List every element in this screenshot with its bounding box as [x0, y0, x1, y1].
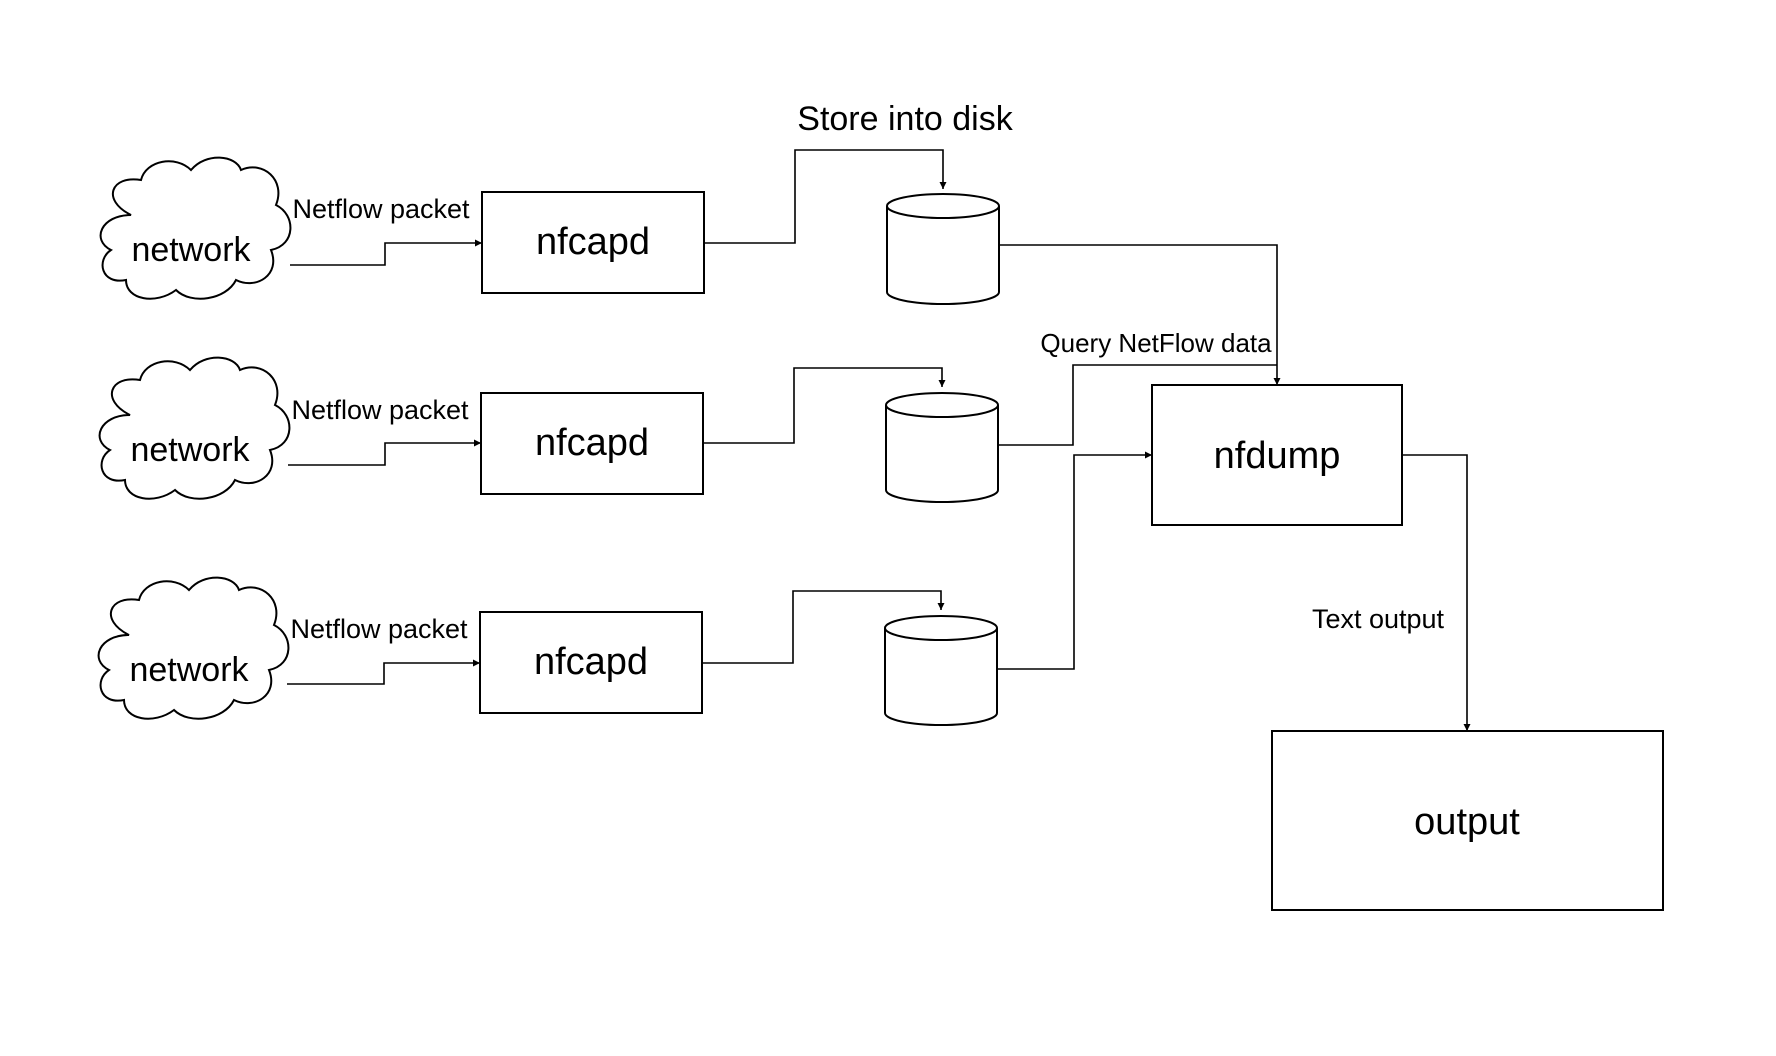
disk-cylinder-1: [886, 193, 1000, 305]
nfcapd-label: nfcapd: [535, 422, 649, 464]
nfcapd-box-1: nfcapd: [481, 191, 705, 294]
store-into-disk-label: Store into disk: [797, 100, 1013, 138]
query-edge-2: [998, 364, 1277, 446]
store-edge: [703, 367, 946, 444]
netflow-packet-edge: [287, 659, 480, 685]
store-edge: [704, 149, 947, 244]
nfcapd-box-2: nfcapd: [480, 392, 704, 495]
source-row-1: network Netflow packet nfcapd: [99, 149, 1281, 385]
source-row-3: network Netflow packet nfcapd: [97, 451, 1152, 726]
nfdump-label: nfdump: [1214, 435, 1341, 477]
query-edge-3: [997, 451, 1152, 670]
query-edge-1: [999, 244, 1281, 385]
network-cloud-label: network: [130, 431, 250, 469]
netflow-packet-label: Netflow packet: [292, 194, 470, 224]
nfcapd-box-3: nfcapd: [479, 611, 703, 714]
text-output-edge: [1402, 454, 1471, 731]
nfcapd-label: nfcapd: [536, 221, 650, 263]
nfcapd-label: nfcapd: [534, 641, 648, 683]
netflow-packet-label: Netflow packet: [290, 614, 468, 644]
netflow-packet-edge: [290, 239, 482, 266]
store-edge: [702, 590, 945, 664]
netflow-packet-label: Netflow packet: [291, 395, 469, 425]
output-box: output: [1271, 730, 1664, 911]
disk-cylinder-3: [884, 615, 998, 726]
query-netflow-data-label: Query NetFlow data: [1040, 328, 1272, 358]
network-cloud-2: network: [98, 356, 291, 500]
nfdump-box: nfdump: [1151, 384, 1403, 526]
output-label: output: [1414, 801, 1520, 843]
network-cloud-label: network: [131, 231, 251, 269]
source-row-2: network Netflow packet nfcapd: [98, 356, 1277, 503]
netflow-packet-edge: [288, 439, 481, 466]
disk-cylinder-2: [885, 392, 999, 503]
network-cloud-label: network: [129, 651, 249, 689]
network-cloud-3: network: [97, 576, 290, 720]
network-cloud-1: network: [99, 156, 292, 300]
text-output-label: Text output: [1312, 604, 1445, 634]
